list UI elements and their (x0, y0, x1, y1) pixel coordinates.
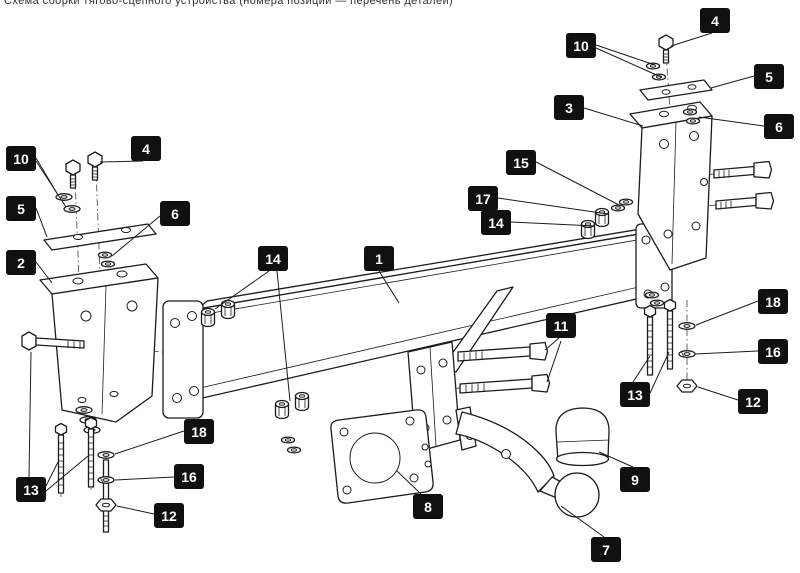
callout-2: 2 (6, 250, 36, 275)
callout-3: 3 (554, 95, 584, 120)
callout-17: 17 (468, 186, 498, 211)
diagonal-strut (440, 286, 514, 373)
callout-8: 8 (413, 494, 443, 519)
right-bracket (629, 101, 713, 271)
callout-6-left: 6 (160, 201, 190, 226)
left-top-bolts (55, 151, 103, 213)
figure-caption: Схема сборки тягово-сцепного устройства … (4, 0, 454, 7)
callout-5-left: 5 (6, 196, 36, 221)
right-lower-fasteners (643, 291, 698, 393)
left-spacer-washers (97, 251, 116, 268)
callout-13-right: 13 (620, 382, 650, 407)
crossbar-left-end-plate (162, 300, 204, 419)
left-bracket (39, 263, 159, 423)
socket-plate (330, 409, 434, 504)
callout-10-left: 10 (6, 146, 36, 171)
callout-6-right: 6 (764, 114, 794, 139)
callout-18-left: 18 (184, 419, 214, 444)
callout-11: 11 (546, 313, 576, 338)
callout-4-left: 4 (131, 136, 161, 161)
leader-lines (28, 32, 765, 538)
ball-cover (555, 407, 610, 467)
callout-12-left: 12 (154, 503, 184, 528)
callout-14-center: 14 (258, 246, 288, 271)
callout-15: 15 (506, 150, 536, 175)
left-top-plate (43, 223, 157, 251)
callout-16-right: 16 (758, 339, 788, 364)
right-top-plate (639, 79, 713, 101)
hex-bolts-11 (457, 341, 551, 394)
callout-13-left: 13 (16, 477, 46, 502)
callout-10-top-right: 10 (566, 33, 596, 58)
callout-9: 9 (620, 467, 650, 492)
right-side-bolts (713, 160, 775, 210)
tow-ball (554, 472, 600, 518)
callout-18-right: 18 (758, 289, 788, 314)
callout-7: 7 (591, 537, 621, 562)
callout-1: 1 (364, 246, 394, 271)
left-lower-fasteners (21, 331, 117, 533)
callout-12-right: 12 (738, 389, 768, 414)
callout-16-left: 16 (174, 464, 204, 489)
callout-14-upper: 14 (481, 210, 511, 235)
ball-arm (455, 406, 600, 518)
callout-5-right: 5 (754, 64, 784, 89)
right-top-bolt (645, 34, 674, 81)
callout-4-top-right: 4 (700, 8, 730, 33)
